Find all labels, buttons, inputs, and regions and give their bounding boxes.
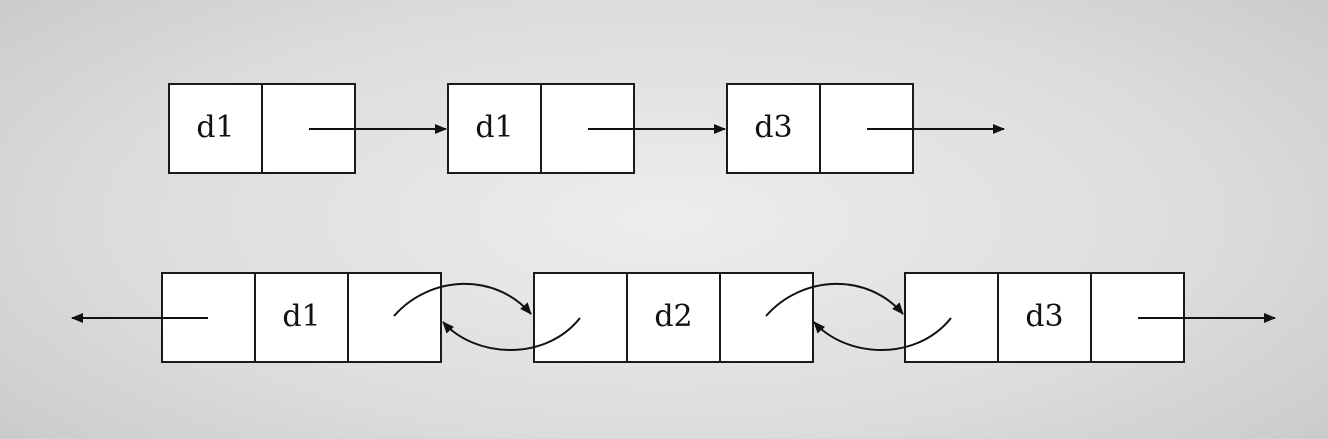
singly-node-2: d1 xyxy=(447,83,635,174)
next-pointer-field xyxy=(719,272,814,363)
node-data-label: d2 xyxy=(654,299,692,334)
singly-node-1: d1 xyxy=(168,83,356,174)
node-data-label: d1 xyxy=(475,110,513,145)
data-field xyxy=(168,83,263,174)
doubly-node-1: d1 xyxy=(161,272,442,363)
doubly-node-2: d2 xyxy=(533,272,814,363)
data-field xyxy=(997,272,1092,363)
doubly-node-3: d3 xyxy=(904,272,1185,363)
prev-pointer-field xyxy=(904,272,999,363)
node-data-label: d1 xyxy=(282,299,320,334)
prev-pointer-arrow xyxy=(442,317,581,351)
prev-pointer-arrow xyxy=(813,317,952,351)
data-field xyxy=(726,83,821,174)
doubly-linked-list: d1 d2 d3 xyxy=(71,272,1276,363)
data-field xyxy=(447,83,542,174)
next-pointer-arrow xyxy=(393,282,532,317)
prev-pointer-field xyxy=(533,272,628,363)
node-data-label: d3 xyxy=(754,110,792,145)
next-pointer-field xyxy=(347,272,442,363)
next-pointer-arrow xyxy=(765,282,904,317)
node-data-label: d3 xyxy=(1025,299,1063,334)
singly-linked-list: d1 d1 d3 xyxy=(168,83,1005,174)
node-data-label: d1 xyxy=(196,110,234,145)
